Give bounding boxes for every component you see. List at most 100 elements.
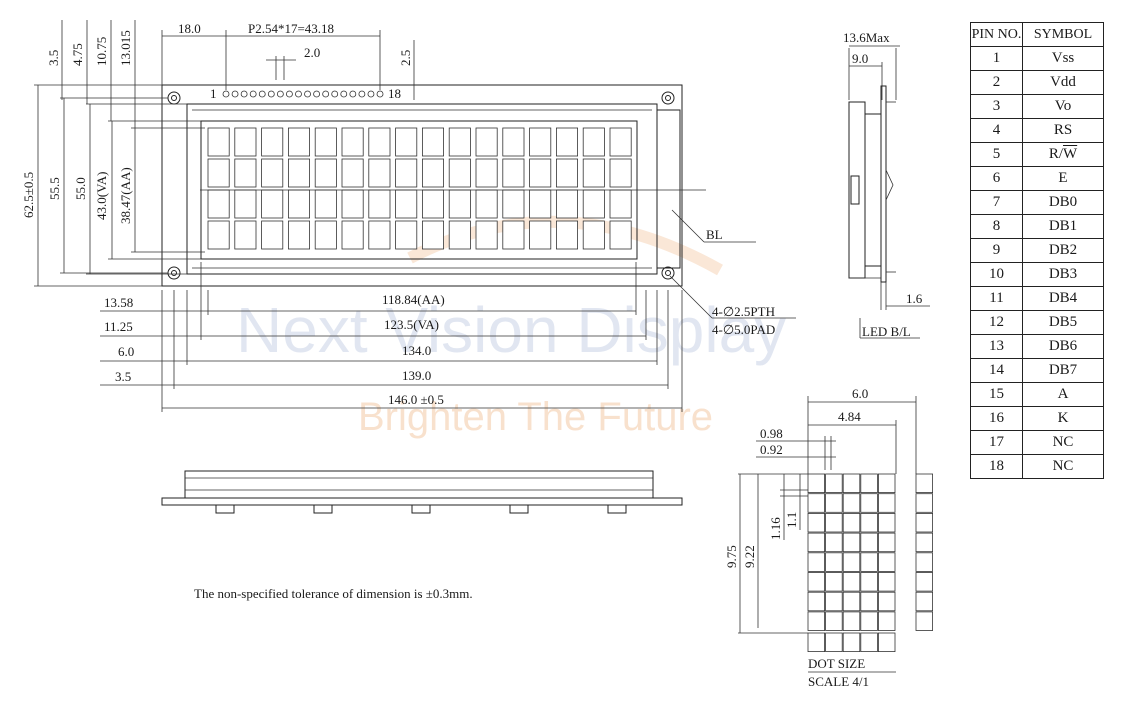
pin-symbol-text: K bbox=[1057, 410, 1069, 426]
pin-symbol: DB1 bbox=[1022, 214, 1104, 239]
dot-cell bbox=[842, 611, 861, 631]
pin-number: 7 bbox=[970, 190, 1023, 215]
character-cell bbox=[475, 158, 498, 188]
character-cell bbox=[529, 220, 552, 250]
dot-cell bbox=[825, 473, 843, 494]
character-cell bbox=[234, 189, 257, 219]
dim-w-146: 146.0 ±0.5 bbox=[388, 392, 444, 407]
dot-cell bbox=[842, 591, 861, 612]
character-cell bbox=[529, 158, 552, 188]
dot-cell bbox=[915, 591, 934, 612]
pin-hole-icon bbox=[295, 90, 302, 98]
pin-first-label: 1 bbox=[210, 86, 217, 101]
pin-symbol: R/W bbox=[1022, 142, 1104, 167]
pin-symbol: DB3 bbox=[1022, 262, 1104, 287]
dim-dot-6-0: 6.0 bbox=[852, 386, 868, 401]
tolerance-note: The non-specified tolerance of dimension… bbox=[194, 586, 473, 601]
dim-h-62-5: 62.5±0.5 bbox=[21, 172, 36, 218]
pin-symbol-text: Vo bbox=[1054, 98, 1072, 114]
dot-cell bbox=[860, 632, 878, 653]
dot-cell bbox=[860, 532, 878, 553]
pin-header bbox=[222, 90, 384, 98]
character-cell bbox=[261, 127, 284, 157]
dot-row-bottom bbox=[807, 632, 896, 653]
pin-symbol-text: DB0 bbox=[1048, 194, 1078, 210]
pin-hole-icon bbox=[313, 90, 321, 98]
pin-hole-icon bbox=[349, 90, 357, 98]
dot-cell bbox=[878, 513, 896, 533]
dim-w-6-0: 6.0 bbox=[118, 344, 134, 359]
pin-hole-icon bbox=[249, 90, 257, 98]
dot-cell bbox=[860, 473, 878, 494]
character-cell bbox=[287, 220, 310, 250]
front-view: 1 18 18.0 P2.54*17=43.18 2.0 2.5 3.5 4.7… bbox=[21, 20, 796, 412]
dot-cell bbox=[878, 572, 896, 592]
pin-symbol-text: A bbox=[1057, 386, 1069, 402]
character-cell bbox=[368, 127, 391, 157]
pin-symbol-text: DB5 bbox=[1048, 314, 1078, 330]
dot-cell bbox=[825, 493, 843, 513]
pin-symbol: Vdd bbox=[1022, 70, 1104, 95]
dim-v-13-015: 13.015 bbox=[118, 30, 133, 66]
character-cell bbox=[234, 220, 257, 250]
dim-w-118-84-aa: 118.84(AA) bbox=[382, 292, 445, 307]
character-cell bbox=[582, 127, 605, 157]
pin-hole-icon bbox=[358, 90, 366, 98]
character-cell bbox=[395, 158, 418, 188]
character-cell bbox=[368, 189, 391, 219]
character-cell bbox=[234, 158, 257, 188]
dim-v-3-5: 3.5 bbox=[46, 50, 61, 66]
character-grid bbox=[207, 127, 632, 250]
dim-dot-9-22: 9.22 bbox=[742, 545, 757, 568]
dot-cell bbox=[807, 632, 826, 653]
character-cell bbox=[502, 127, 525, 157]
character-cell bbox=[556, 158, 579, 188]
character-cell bbox=[207, 220, 230, 250]
pin-symbol-overline: W bbox=[1063, 146, 1078, 162]
dot-cell bbox=[915, 552, 934, 572]
bottom-view bbox=[161, 470, 683, 514]
character-cell bbox=[314, 158, 337, 188]
character-cell bbox=[421, 127, 444, 157]
pin-symbol-text: R/ bbox=[1048, 146, 1063, 162]
dim-v-4-75: 4.75 bbox=[70, 43, 85, 66]
character-cell bbox=[556, 220, 579, 250]
character-cell bbox=[395, 127, 418, 157]
character-cell bbox=[448, 220, 471, 250]
pin-hole-icon bbox=[240, 90, 248, 98]
character-cell bbox=[314, 189, 337, 219]
character-cell bbox=[287, 189, 310, 219]
pin-symbol: A bbox=[1022, 382, 1104, 407]
dim-thickness: 13.6Max bbox=[843, 30, 890, 45]
dot-cell bbox=[807, 532, 826, 553]
dim-w-139: 139.0 bbox=[402, 368, 431, 383]
character-cell bbox=[287, 127, 310, 157]
dim-h-43-va: 43.0(VA) bbox=[94, 171, 109, 220]
pin-no-header: PIN NO. bbox=[970, 22, 1023, 47]
pin-symbol: DB2 bbox=[1022, 238, 1104, 263]
dot-cell bbox=[915, 532, 934, 553]
pin-hole-icon bbox=[267, 90, 275, 98]
dot-cell bbox=[915, 513, 934, 533]
character-cell bbox=[368, 220, 391, 250]
dot-cell bbox=[825, 632, 843, 653]
pin-symbol: DB6 bbox=[1022, 334, 1104, 359]
dim-dot-0-92: 0.92 bbox=[760, 442, 783, 457]
dot-cell bbox=[915, 572, 934, 592]
character-cell bbox=[475, 220, 498, 250]
pin-hole-icon bbox=[367, 90, 375, 98]
pin-symbol-text: DB3 bbox=[1048, 266, 1078, 282]
pin-symbol-text: DB1 bbox=[1048, 218, 1078, 234]
dot-cell bbox=[842, 572, 861, 592]
hole-pth-label: 4-∅2.5PTH bbox=[712, 304, 775, 319]
dot-column-right bbox=[915, 473, 934, 631]
pin-symbol: DB0 bbox=[1022, 190, 1104, 215]
dim-w-11-25: 11.25 bbox=[104, 319, 133, 334]
